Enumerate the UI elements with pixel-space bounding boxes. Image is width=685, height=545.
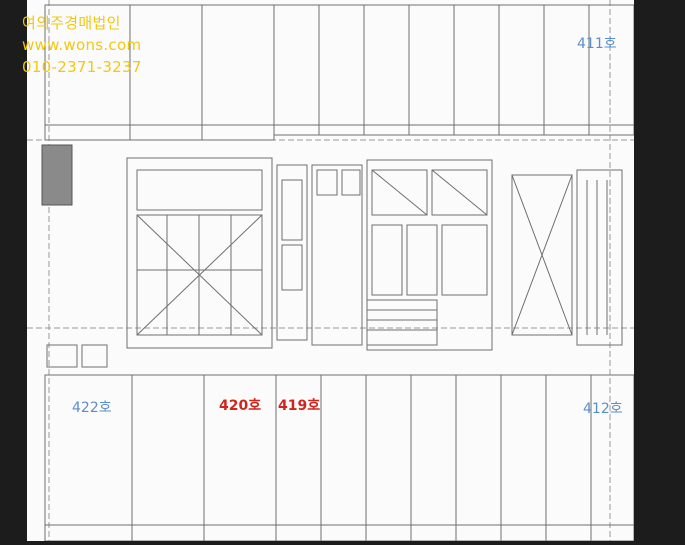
bottom-border xyxy=(0,541,685,545)
top-unit-row xyxy=(44,4,634,141)
central-core xyxy=(41,144,623,368)
watermark-company: 여의주경매법인 xyxy=(22,14,121,32)
floor-plan: 411호 412호 419호 420호 422호 xyxy=(27,0,634,541)
bottom-unit-row xyxy=(44,374,634,541)
grid-lines xyxy=(27,0,634,541)
left-border xyxy=(0,0,27,545)
unit-label-411: 411호 xyxy=(577,36,617,52)
watermark-phone: 010-2371-3237 xyxy=(22,58,142,76)
unit-label-419: 419호 xyxy=(278,398,321,414)
floor-plan-drawing xyxy=(27,0,634,541)
unit-label-420: 420호 xyxy=(219,398,262,414)
unit-label-412: 412호 xyxy=(583,401,623,417)
plan-linework xyxy=(27,0,634,541)
right-border xyxy=(634,0,685,545)
watermark-website: www.wons.com xyxy=(22,36,142,54)
unit-label-422: 422호 xyxy=(72,400,112,416)
